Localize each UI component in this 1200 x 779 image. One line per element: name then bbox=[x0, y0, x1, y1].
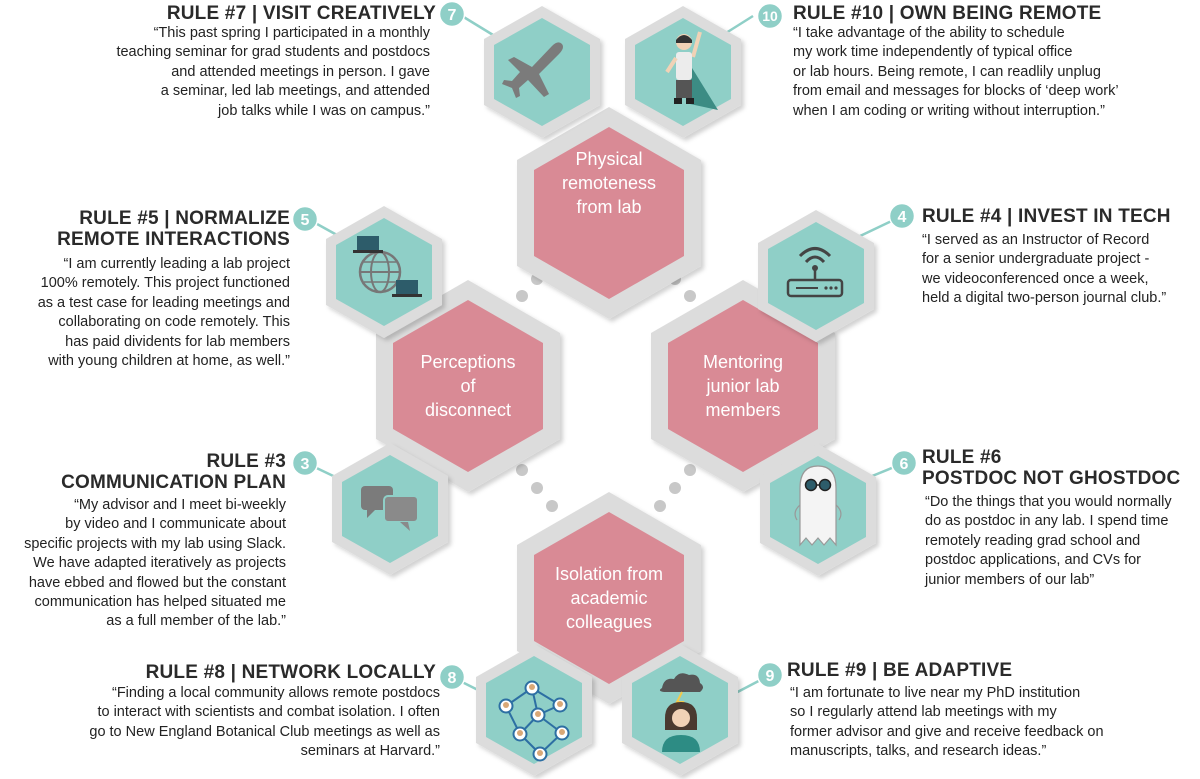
network-icon bbox=[498, 680, 570, 762]
hex-label-mentoring-junior: Mentoring junior lab members bbox=[702, 352, 784, 420]
rule9-quote: “I am fortunate to live near my PhD inst… bbox=[790, 685, 1104, 760]
rule10-title: RULE #10 | OWN BEING REMOTE bbox=[793, 3, 1102, 24]
hex-mentoring-junior bbox=[651, 280, 835, 492]
badge-6: 6 bbox=[890, 449, 918, 477]
badge-7: 7 bbox=[438, 0, 466, 28]
rule7-title: RULE #7 | VISIT CREATIVELY bbox=[166, 3, 436, 24]
badge-10: 10 bbox=[756, 2, 784, 30]
rule8-title: RULE #8 | NETWORK LOCALLY bbox=[145, 662, 436, 683]
chat-bubbles-icon bbox=[361, 486, 419, 531]
airplane-icon bbox=[502, 42, 563, 98]
hex-perceptions-disconnect bbox=[376, 280, 560, 492]
hex-label-perceptions-disconnect: Perceptions of disconnect bbox=[420, 352, 516, 420]
rule4-title: RULE #4 | INVEST IN TECH bbox=[922, 206, 1171, 227]
badge-5: 5 bbox=[291, 205, 319, 233]
hex-isolation-colleagues bbox=[517, 492, 701, 704]
badge-10-number: 10 bbox=[762, 8, 778, 24]
badge-8: 8 bbox=[438, 663, 466, 691]
rule8-quote: “Finding a local community allows remote… bbox=[89, 685, 440, 760]
hex-label-physical-remoteness: Physical remoteness from lab bbox=[561, 149, 657, 217]
rule7-quote: “This past spring I participated in a mo… bbox=[116, 25, 430, 119]
rule4-quote: “I served as an Instructor of Record for… bbox=[922, 232, 1167, 307]
badge-9: 9 bbox=[756, 661, 784, 689]
rule5-quote: “I am currently leading a lab project 10… bbox=[37, 256, 290, 370]
superhero-icon bbox=[665, 31, 718, 110]
rule3-quote: “My advisor and I meet bi-weekly by vide… bbox=[24, 497, 286, 630]
rule6-title: RULE #6 POSTDOC NOT GHOSTDOC bbox=[922, 447, 1181, 489]
rule9-title: RULE #9 | BE ADAPTIVE bbox=[787, 660, 1013, 681]
rule5-title: RULE #5 | NORMALIZE REMOTE INTERACTIONS bbox=[57, 208, 290, 250]
rule6-quote: “Do the things that you would normally d… bbox=[925, 494, 1172, 588]
badge-3-number: 3 bbox=[301, 456, 310, 473]
rule10-quote: “I take advantage of the ability to sche… bbox=[793, 25, 1119, 119]
hex-label-isolation-colleagues: Isolation from academic colleagues bbox=[554, 564, 664, 632]
badge-5-number: 5 bbox=[301, 212, 310, 229]
badge-9-number: 9 bbox=[766, 668, 775, 685]
hex-physical-remoteness bbox=[517, 107, 701, 319]
globe-laptops-icon bbox=[353, 236, 422, 297]
hex-rule7 bbox=[484, 6, 600, 138]
rule3-title: RULE #3 COMMUNICATION PLAN bbox=[61, 451, 286, 493]
badge-4: 4 bbox=[888, 202, 916, 230]
ghost-icon bbox=[794, 465, 842, 547]
badge-8-number: 8 bbox=[448, 670, 457, 687]
badge-4-number: 4 bbox=[898, 209, 907, 226]
wifi-router-icon bbox=[786, 247, 844, 298]
badge-3: 3 bbox=[291, 449, 319, 477]
person-storm-icon bbox=[659, 673, 703, 752]
badge-6-number: 6 bbox=[900, 456, 909, 473]
badge-7-number: 7 bbox=[448, 7, 457, 24]
